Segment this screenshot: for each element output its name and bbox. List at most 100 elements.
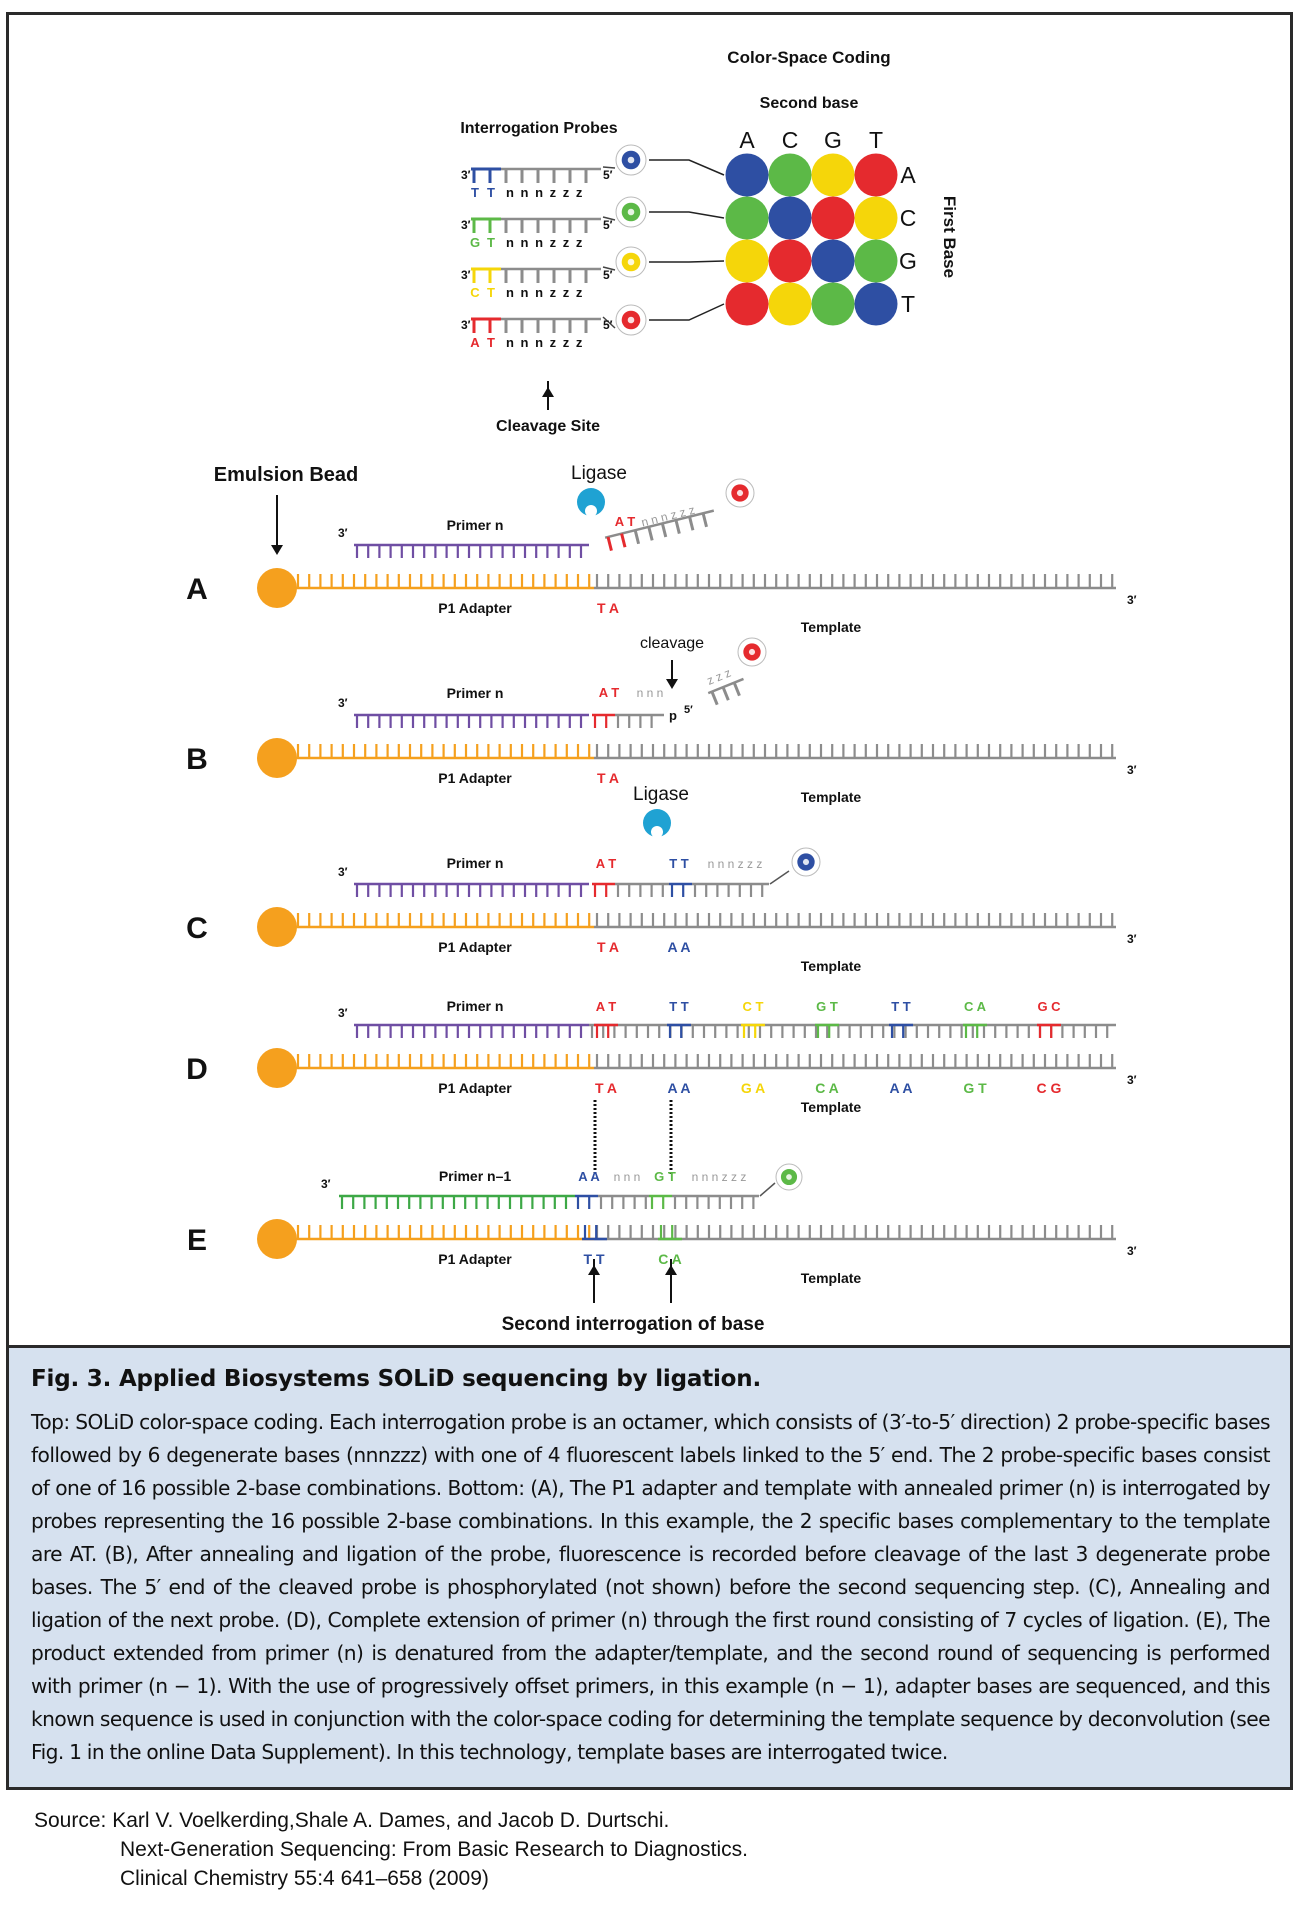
p1-adapter-strand [295, 574, 594, 590]
probe-link [602, 266, 616, 271]
panel-c-label-dot [791, 847, 821, 877]
probe-3 [471, 316, 616, 333]
primer-3prime: 3′ [338, 696, 348, 710]
probe-e2-specific [649, 1194, 672, 1209]
source-line-2: Next-Generation Sequencing: From Basic R… [120, 1838, 748, 1861]
ligated-probe-degenerate [615, 882, 669, 897]
cleaved-fragment [707, 677, 744, 706]
panel-letter-B: B [186, 743, 208, 776]
ligase-icon [577, 488, 605, 517]
p1-adapter-label: P1 Adapter [438, 600, 512, 616]
matrix-dot [768, 196, 812, 240]
panel-letter-A: A [186, 573, 208, 606]
primer-3prime: 3′ [321, 1177, 331, 1191]
first-base-label: First Base [940, 196, 959, 278]
probe-base-1: C [470, 285, 480, 300]
panel-c-probe-tail: n n n z z z [708, 857, 763, 871]
panel-e-label-dot [775, 1163, 803, 1191]
extended-strand [589, 1023, 1116, 1038]
template-strand [594, 744, 1116, 760]
matrix-connector [649, 260, 725, 263]
matrix-dot [854, 239, 898, 283]
ligated-probe-specific [592, 882, 615, 897]
ligase-label: Ligase [571, 463, 627, 484]
probe-3prime: 3′ [461, 168, 471, 182]
primer-n1-strand [339, 1194, 575, 1209]
matrix-connector [649, 159, 725, 176]
panel-d-top-pair: T T [891, 999, 911, 1014]
probe-base-2: T [487, 285, 495, 300]
panel-d-bottom-pair: C A [815, 1080, 839, 1096]
probe-label-dot [615, 144, 647, 176]
matrix-dot [768, 282, 812, 326]
probe-tail: n n n z z z [506, 185, 584, 200]
cycle-probe-specific [815, 1023, 839, 1038]
p1-adapter-label: P1 Adapter [438, 1080, 512, 1096]
probe-tooth [647, 526, 654, 541]
second-base-letter: C [782, 127, 799, 153]
panel-b-template-bases: T A [597, 770, 619, 786]
emulsion-bead [257, 738, 297, 778]
panel-e-probe-bases-1: A A [578, 1169, 600, 1184]
panel-letter-C: C [186, 912, 208, 945]
probe-base-1: T [471, 185, 479, 200]
probe-5prime: 5′ [603, 168, 613, 182]
matrix-dot [811, 239, 855, 283]
cleavage-site-arrow [542, 381, 554, 410]
panel-a-label-dot-shine [736, 489, 744, 497]
panel-c-template-2: A A [667, 939, 690, 955]
probe-base-1: A [470, 335, 480, 350]
panel-d-top-pair: G C [1037, 999, 1061, 1014]
probe-tooth [606, 536, 613, 551]
cleavage-site-arrow-head [542, 387, 554, 397]
probe-label-dot [615, 246, 647, 278]
panel-a-label-dot [725, 478, 755, 508]
emulsion-bead [257, 568, 297, 608]
emulsion-bead [257, 1048, 297, 1088]
probe-3prime: 3′ [461, 318, 471, 332]
cleavage-arrow-head [666, 679, 678, 689]
primer-n1-label: Primer n–1 [439, 1168, 512, 1184]
template-strand [594, 574, 1116, 590]
emulsion-bead-arrow-head [271, 545, 283, 555]
template-strand [594, 1054, 1116, 1070]
probe-5prime: 5′ [603, 218, 613, 232]
template-label: Template [801, 619, 862, 635]
matrix-dot [768, 239, 812, 283]
panel-b-label-dot [737, 637, 767, 667]
probe-label-dot [615, 196, 647, 228]
ligase-icon-body [577, 488, 605, 516]
probe-tooth [688, 516, 695, 531]
cycle-probe-specific [963, 1023, 987, 1038]
panel-d-bottom-pair: G T [963, 1080, 987, 1096]
ligase-icon-notch [585, 505, 597, 517]
probe-tail: n n n z z z [506, 285, 584, 300]
panel-letter-E: E [187, 1224, 207, 1257]
panel-e-link [759, 1182, 776, 1197]
primer-strand [354, 543, 589, 558]
template-3prime: 3′ [1127, 1073, 1137, 1087]
caption-box: Fig. 3. Applied Biosystems SOLiD sequenc… [6, 1345, 1293, 1790]
emulsion-bead-label: Emulsion Bead [214, 464, 358, 486]
panel-c-first-bases: A T [596, 856, 617, 871]
cleavage-arrow [666, 660, 678, 689]
color-space-heading: Color-Space Coding [727, 48, 890, 67]
second-base-label: Second base [760, 95, 859, 112]
next-probe-specific [669, 882, 692, 897]
primer-3prime: 3′ [338, 1006, 348, 1020]
template-highlight-1 [582, 1225, 607, 1241]
panel-d-top-pair: G T [816, 999, 838, 1014]
template-strand [594, 913, 1116, 929]
probe-base-2: T [487, 335, 495, 350]
probe-link [602, 216, 616, 221]
template-strand [594, 1225, 1116, 1241]
source-citation: Source: Karl V. Voelkerding,Shale A. Dam… [34, 1806, 748, 1893]
ligase-icon [643, 809, 671, 838]
probe-label-dot-shine [627, 156, 635, 164]
matrix-dot [854, 282, 898, 326]
fragment-tooth [721, 686, 730, 701]
next-probe-degenerate [692, 882, 769, 897]
probe-3prime: 3′ [461, 268, 471, 282]
panel-b-probe-nnn: n n n [637, 686, 664, 700]
primer-3prime: 3′ [338, 865, 348, 879]
